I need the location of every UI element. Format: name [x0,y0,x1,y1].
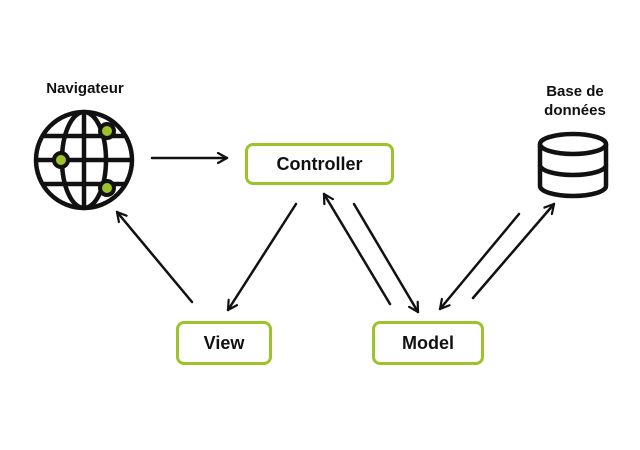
database-icon [537,131,609,199]
arrow-controller-to-model [352,202,420,314]
view-node: View [176,321,272,365]
arrow-model-to-database [471,202,556,300]
globe-node-dots [52,122,116,197]
globe-dot [52,151,70,169]
arrow-view-to-browser [115,210,194,304]
database-label-line-1: Base de [546,83,604,100]
model-node: Model [372,321,484,365]
globe-dot [98,122,116,140]
globe-icon [33,109,135,211]
controller-label: Controller [276,153,363,174]
view-label: View [203,332,245,353]
browser-label: Navigateur [46,80,124,97]
model-label: Model [402,332,454,353]
arrow-model-to-controller [322,192,392,306]
globe-dot [98,179,116,197]
arrow-database-to-model [438,212,521,311]
database-label: Base de données [530,82,620,120]
controller-node: Controller [245,143,394,185]
arrow-controller-to-view [226,202,298,312]
database-label-line-2: données [544,102,606,119]
